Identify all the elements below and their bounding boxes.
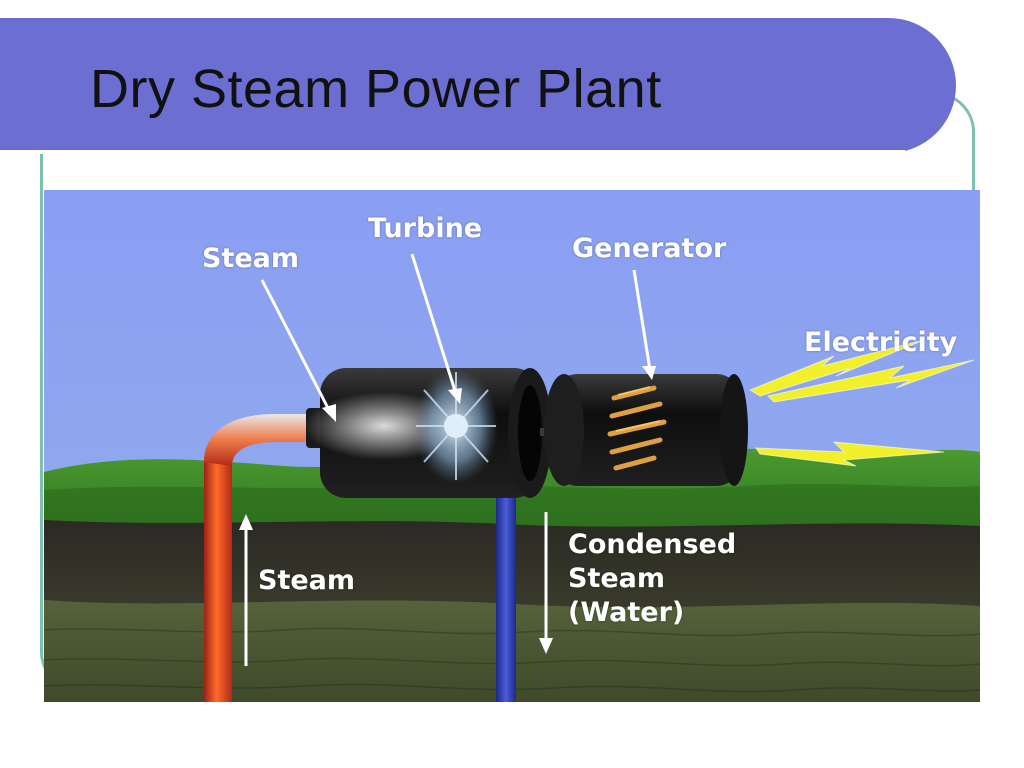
- label-generator: Generator: [572, 233, 727, 264]
- label-steam-top: Steam: [202, 243, 300, 274]
- turbine-icon: [304, 368, 552, 498]
- label-condensed-steam: Condensed Steam (Water): [568, 528, 788, 630]
- label-condensed-line2: Steam: [568, 563, 666, 594]
- title-bar: [0, 18, 956, 154]
- steam-pipe-bend: [204, 414, 314, 466]
- steam-pipe-vertical: [204, 460, 232, 702]
- water-pipe: [496, 490, 516, 702]
- generator-icon: [544, 374, 748, 486]
- label-electricity: Electricity: [804, 327, 958, 358]
- lightning-icon: [748, 339, 975, 467]
- label-steam-bottom: Steam: [258, 565, 356, 596]
- arrow-down-icon: [539, 512, 553, 654]
- title-underline: [0, 150, 905, 154]
- arrow-up-icon: [239, 514, 253, 666]
- slide-title: Dry Steam Power Plant: [90, 59, 662, 119]
- label-condensed-line3: (Water): [568, 597, 685, 628]
- label-turbine: Turbine: [368, 213, 483, 244]
- diagram-illustration: [44, 190, 980, 702]
- pointer-arrow-icon: [260, 253, 656, 422]
- label-condensed-line1: Condensed: [568, 529, 737, 560]
- diagram-scene: Steam Turbine Generator Electricity Stea…: [44, 190, 980, 702]
